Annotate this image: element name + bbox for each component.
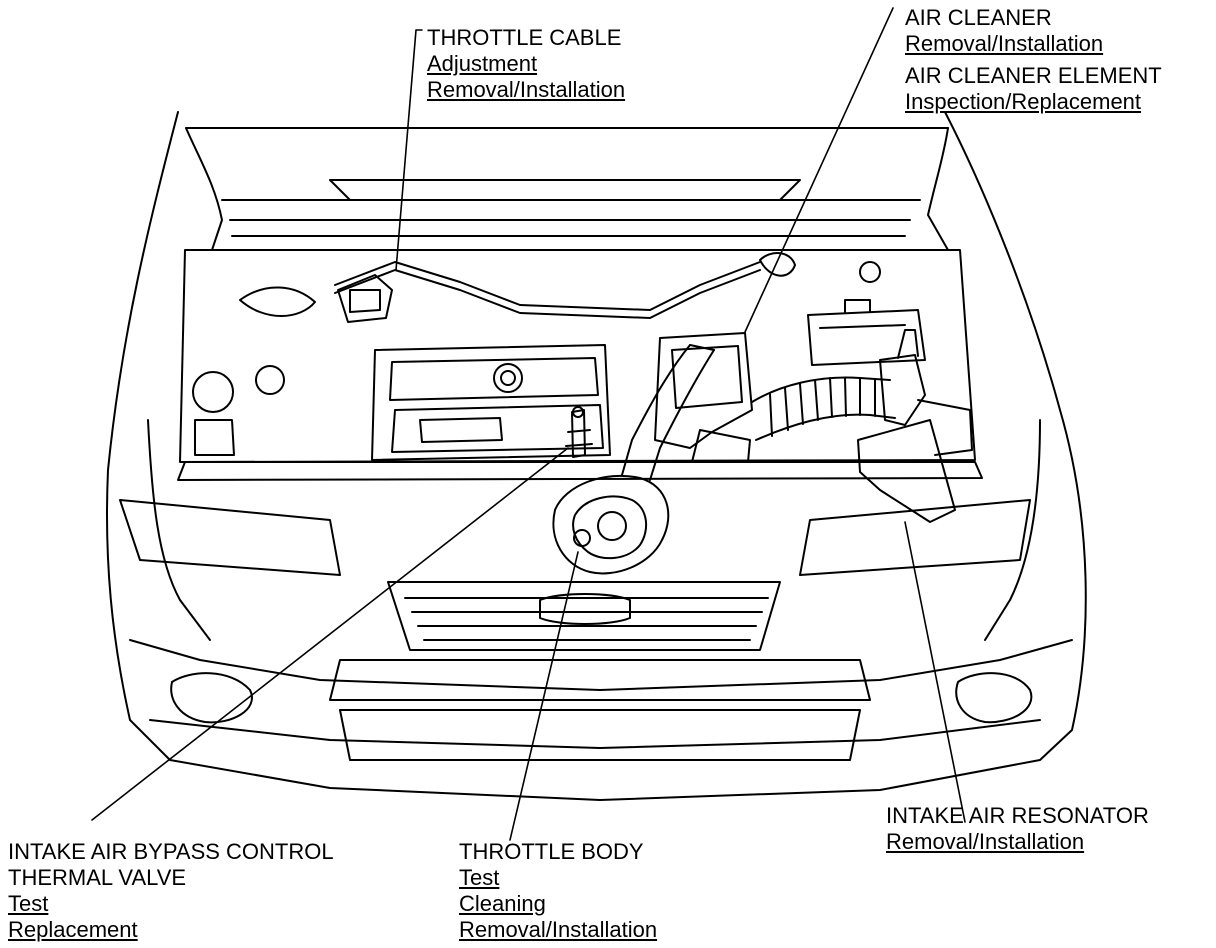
air-intake-assembly [552, 329, 973, 575]
throttle-cable-heading: THROTTLE CABLE [427, 25, 622, 50]
air-cleaner-element-callout: AIR CLEANER ELEMENT Inspection/Replaceme… [905, 63, 1162, 115]
throttle-body-test-link[interactable]: Test [459, 865, 500, 890]
air-cleaner-heading: AIR CLEANER [905, 5, 1052, 30]
intake-air-resonator-heading: INTAKE AIR RESONATOR [886, 803, 1149, 828]
intake-air-resonator-callout: INTAKE AIR RESONATOR Removal/Installatio… [886, 803, 1149, 855]
bypass-valve-test-link[interactable]: Test [8, 891, 49, 916]
air-cleaner-element-heading: AIR CLEANER ELEMENT [905, 63, 1162, 88]
hood [185, 127, 949, 251]
throttle-body-removal-link[interactable]: Removal/Installation [459, 917, 658, 942]
leader-air-cleaner [744, 7, 894, 333]
leader-intake-air-resonator [904, 521, 966, 823]
throttle-body-heading: THROTTLE BODY [459, 839, 644, 864]
bypass-valve-callout: INTAKE AIR BYPASS CONTROL THERMAL VALVE … [8, 839, 334, 943]
leader-bypass-valve [91, 447, 569, 821]
throttle-body-cleaning-link[interactable]: Cleaning [459, 891, 546, 916]
air-cleaner-callout: AIR CLEANER Removal/Installation [905, 5, 1103, 57]
vehicle-body-outline [106, 111, 1087, 801]
throttle-cable-callout: THROTTLE CABLE Adjustment Removal/Instal… [427, 25, 625, 103]
bypass-valve-heading-line-1: INTAKE AIR BYPASS CONTROL [8, 839, 334, 864]
air-cleaner-removal-link[interactable]: Removal/Installation [905, 31, 1104, 56]
leader-throttle-cable [395, 29, 423, 271]
throttle-cable-removal-link[interactable]: Removal/Installation [427, 77, 626, 102]
leader-throttle-body [509, 551, 579, 841]
throttle-cable-adjustment-link[interactable]: Adjustment [427, 51, 538, 76]
air-cleaner-element-inspection-link[interactable]: Inspection/Replacement [905, 89, 1142, 114]
intake-air-resonator-removal-link[interactable]: Removal/Installation [886, 829, 1085, 854]
bypass-valve-replacement-link[interactable]: Replacement [8, 917, 138, 942]
throttle-body-callout: THROTTLE BODY Test Cleaning Removal/Inst… [459, 839, 657, 943]
bypass-valve-heading-line-2: THERMAL VALVE [8, 865, 187, 890]
leader-lines [91, 7, 966, 841]
